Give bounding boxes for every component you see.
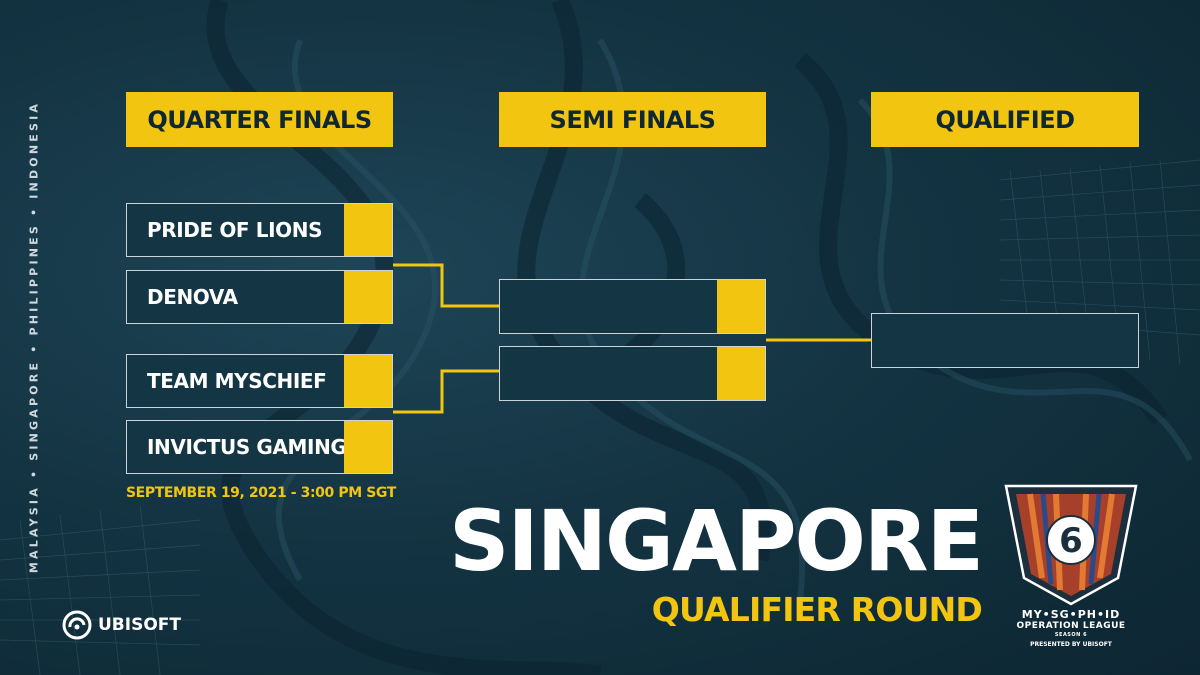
team-name: DENOVA (147, 285, 238, 309)
operation-league-crest-icon: 6 (1004, 484, 1138, 606)
ubisoft-logo: UBISOFT (62, 610, 181, 640)
team-name: INVICTUS GAMING (147, 435, 347, 459)
league-presented-by: PRESENTED BY UBISOFT (1030, 641, 1112, 648)
score-box (344, 355, 392, 407)
team-name: TEAM MYSCHIEF (147, 369, 327, 393)
sf-slot-1 (499, 279, 766, 334)
qualified-slot (871, 313, 1139, 368)
qf-team-slot: PRIDE OF LIONS (126, 203, 393, 257)
round-subtitle: QUALIFIER ROUND (651, 590, 983, 629)
city-title: SINGAPORE (448, 492, 984, 590)
svg-text:6: 6 (1059, 521, 1083, 561)
match-date: SEPTEMBER 19, 2021 - 3:00 PM SGT (126, 485, 396, 501)
score-box (717, 347, 765, 400)
ubisoft-swirl-icon (62, 610, 92, 640)
league-countries: MY•SG•PH•ID (1021, 608, 1121, 621)
team-name: PRIDE OF LIONS (147, 218, 323, 242)
header-quarter-finals: QUARTER FINALS (126, 92, 393, 147)
header-qualified: QUALIFIED (871, 92, 1139, 147)
connector-qf1-sf1 (393, 263, 499, 308)
qf-team-slot: DENOVA (126, 270, 393, 324)
qf-team-slot: TEAM MYSCHIEF (126, 354, 393, 408)
score-box (717, 280, 765, 333)
connector-qf2-sf2 (393, 369, 499, 414)
header-semi-finals: SEMI FINALS (499, 92, 766, 147)
ubisoft-wordmark: UBISOFT (98, 615, 181, 635)
qf-team-slot: INVICTUS GAMING (126, 420, 393, 474)
league-season: SEASON 6 (1054, 632, 1088, 638)
score-box (344, 204, 392, 256)
league-name: OPERATION LEAGUE (1016, 621, 1126, 631)
score-box (344, 271, 392, 323)
score-box (344, 421, 392, 473)
sf-slot-2 (499, 346, 766, 401)
